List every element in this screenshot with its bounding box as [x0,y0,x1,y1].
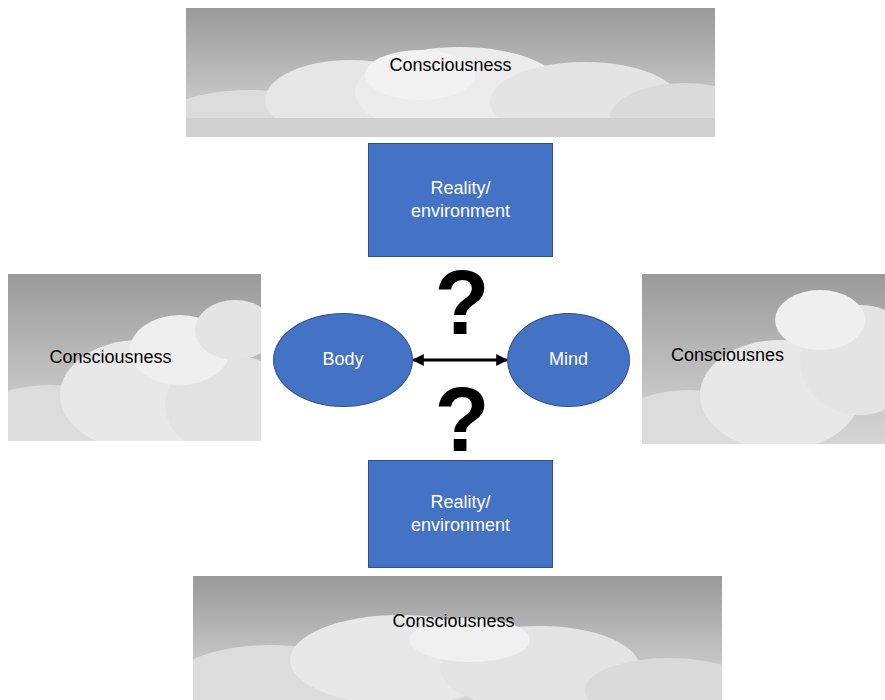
cloud-photo [642,274,885,444]
consciousness-cloud: Consciousness [186,8,715,137]
cloud-photo [193,576,722,700]
cloud-photo [186,8,715,137]
question-mark: ? [412,258,512,348]
node-label: Reality/ environment [403,491,518,538]
cloud-caption: Consciousnes [671,344,784,367]
body-ellipse: Body [273,313,413,407]
node-label: Body [322,348,363,371]
consciousness-cloud: Consciousness [193,576,722,700]
cloud-caption: Consciousness [392,610,514,633]
cloud-photo [8,274,261,441]
cloud-caption: Consciousness [389,54,511,77]
node-label: Reality/ environment [403,177,518,224]
environment-box: Reality/ environment [368,143,553,257]
consciousness-cloud: Consciousness [8,274,261,441]
question-mark: ? [412,375,512,465]
mind-ellipse: Mind [507,313,630,407]
consciousness-cloud: Consciousnes [642,274,885,444]
environment-box: Reality/ environment [368,460,553,568]
node-label: Mind [549,348,588,371]
double-arrow [413,359,507,362]
cloud-caption: Consciousness [49,346,171,369]
